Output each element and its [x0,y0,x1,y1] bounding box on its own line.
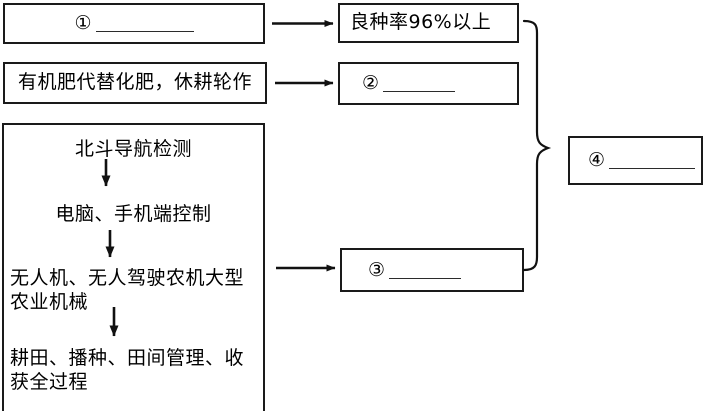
box-output-four-content: ④ [570,138,701,183]
box-output-seed-rate-label: 良种率96%以上 [350,11,492,34]
flow-step-4: 耕田、播种、田间管理、收获全过程 [4,347,263,395]
box-output-three-content: ③ [342,250,522,290]
flow-step-4-label: 耕田、播种、田间管理、收获全过程 [10,347,245,393]
box-output-seed-rate[interactable]: 良种率96%以上 [338,3,519,43]
box-input-one[interactable]: ① [3,3,265,44]
box-output-three[interactable]: ③ [340,248,524,292]
marker-circled-one: ① [74,13,92,34]
marker-circled-three: ③ [368,259,386,281]
box-technology-flow[interactable]: 北斗导航检测 电脑、手机端控制 无人机、无人驾驶农机大型农业机械 耕田、播种、田… [2,123,265,411]
blank-answer-one: ① [74,13,194,34]
flow-step-3-label: 无人机、无人驾驶农机大型农业机械 [10,267,245,313]
flow-step-3: 无人机、无人驾驶农机大型农业机械 [4,267,263,315]
flow-step-1: 北斗导航检测 [4,138,263,162]
flow-step-2: 电脑、手机端控制 [4,203,263,227]
box-output-four[interactable]: ④ [568,136,703,185]
answer-rule [389,277,462,279]
flow-step-1-label: 北斗导航检测 [74,138,192,160]
box-output-two-content: ② [340,64,517,103]
flow-step-2-label: 电脑、手机端控制 [55,203,212,225]
answer-rule [383,91,456,92]
answer-rule [609,168,696,169]
box-input-two-label: 有机肥代替化肥，休耕轮作 [17,71,252,94]
box-output-seed-rate-content: 良种率96%以上 [340,5,517,41]
blank-answer-three: ③ [368,259,462,281]
box-input-two-content: 有机肥代替化肥，休耕轮作 [5,64,265,102]
box-output-two[interactable]: ② [338,62,519,105]
marker-circled-two: ② [362,73,380,94]
blank-answer-four: ④ [588,150,696,171]
box-input-two[interactable]: 有机肥代替化肥，休耕轮作 [3,62,267,104]
right-curly-brace-icon [522,19,552,272]
marker-circled-four: ④ [588,150,606,171]
box-input-one-content: ① [5,5,263,42]
answer-rule [95,31,194,32]
blank-answer-two: ② [362,73,456,94]
